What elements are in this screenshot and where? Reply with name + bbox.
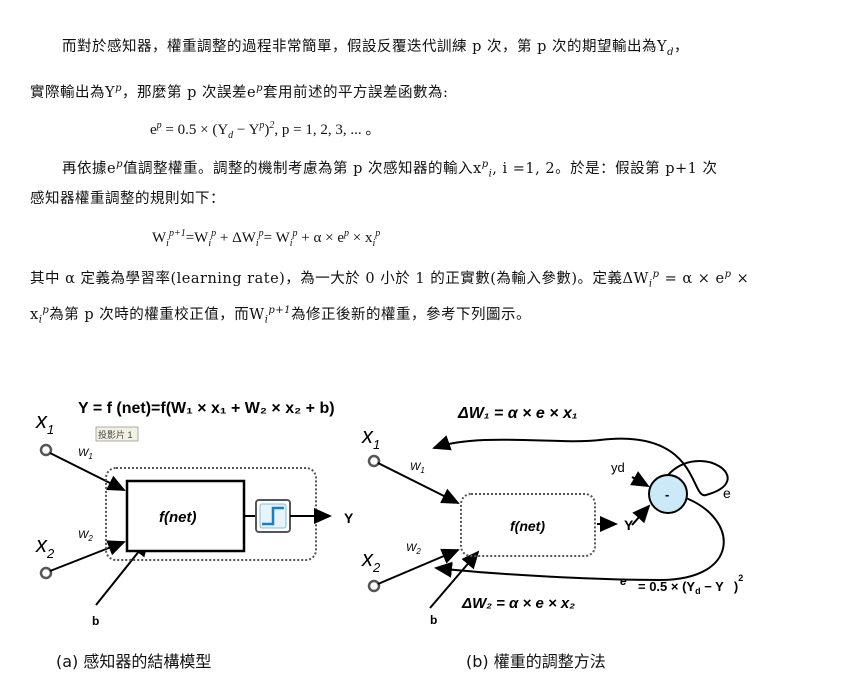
diagram-b-err-e: e: [620, 574, 627, 588]
diagram-b-yd-label: yd: [611, 460, 625, 475]
diagram-b-input-node-2: [367, 579, 381, 593]
diagram-b-feedback-loop-top: [432, 435, 729, 497]
diagram-b-output-y: Y: [624, 517, 634, 533]
diagram-b-input-node-1: [367, 454, 381, 468]
diagram-a-weight-w2: W2: [78, 529, 93, 543]
paragraph-3-line-2: xip為第 p 次時的權重校正值，而Wip+1為修正後新的權重，參考下列圖示。: [30, 305, 532, 326]
diagram-b-bias-b: b: [430, 613, 437, 627]
diagram-a-arrow-x1: [49, 452, 126, 491]
paragraph-3-line-1: 其中 α 定義為學習率(learning rate)，為一大於 0 小於 1 的…: [30, 269, 750, 290]
diagram-b-weight-w1: W1: [410, 461, 425, 475]
paragraph-1-line-2: 實際輸出為Yp，那麼第 p 次誤差ep套用前述的平方誤差函數為:: [30, 83, 449, 101]
diagram-a-fnet-label: f(net): [159, 509, 197, 526]
diagram-a-fnet-box: [125, 479, 246, 553]
diagram-a-formula: Y = f (net)=f(W₁ × x₁ + W₂ × x₂ + b): [78, 400, 335, 417]
diagram-a-output-y: Y: [344, 510, 354, 526]
tooltip-text: 投影片 1: [98, 429, 133, 440]
diagram-a-input-node-2: [39, 566, 53, 580]
diagram-a-weight-w1: W1: [78, 447, 93, 461]
paragraph-2-line-2: 感知器權重調整的規則如下：: [30, 191, 225, 207]
paragraph-1-line-1: 而對於感知器，權重調整的過程非常簡單，假設反覆迭代訓練 p 次，第 p 次的期望…: [62, 39, 689, 58]
diagram-b-dw1: ΔW₁ = α × e × x₁: [457, 405, 578, 422]
diagram-b-weight-w2: W2: [406, 542, 421, 556]
diagram-b-arrow-bias: [429, 550, 480, 609]
diagram-a-input-node-1: [39, 443, 53, 457]
diagram-b-arrow-x1: [377, 462, 460, 504]
diagram-b-input-x1: x1: [361, 423, 380, 452]
diagram-a-input-x2: x2: [35, 532, 55, 561]
diagram-a-arrow-x2: [49, 540, 126, 572]
diagram-a-bias-b: b: [92, 614, 99, 628]
diagram-b: ΔW₁ = α × e × x₁ x1 x2 W1 W2 f(net) Y yd…: [361, 405, 743, 627]
caption-b: (b) 權重的調整方法: [466, 652, 606, 671]
paragraph-2-line-1: 再依據ep值調整權重。調整的機制考慮為第 p 次感知器的輸入xpi, i =1,…: [62, 159, 718, 180]
tooltip-box: [95, 426, 139, 442]
equation-squared-error: ep = 0.5 × (Yd − Yp)2, p = 1, 2, 3, ... …: [150, 120, 381, 141]
diagram-b-y-to-sum-arrow: [631, 504, 651, 526]
diagram-a: Y = f (net)=f(W₁ × x₁ + W₂ × x₂ + b) x1 …: [35, 400, 354, 628]
equation-weight-update: Wip+1=Wip + ΔWip= Wip + α × ep × xip: [152, 228, 381, 249]
diagram-b-dotted-box: [460, 493, 596, 557]
caption-a: (a) 感知器的結構模型: [56, 652, 212, 671]
minus-sign: -: [665, 487, 669, 502]
diagram-b-arrow-x2: [377, 548, 460, 585]
diagram-a-input-x1: x1: [35, 408, 54, 437]
diagram-b-feedback-loop-bottom: [434, 497, 725, 582]
diagram-b-err-formula: = 0.5 × (Yd − Y)2: [638, 573, 743, 596]
diagram-b-yd-arrow: [630, 471, 650, 487]
diagram-b-input-x2: x2: [361, 546, 381, 575]
diagram-b-dw2: ΔW₂ = α × e × x₂: [461, 595, 575, 612]
diagram-b-error-e: e: [723, 485, 731, 501]
diagram-b-fnet-label: f(net): [510, 518, 545, 534]
